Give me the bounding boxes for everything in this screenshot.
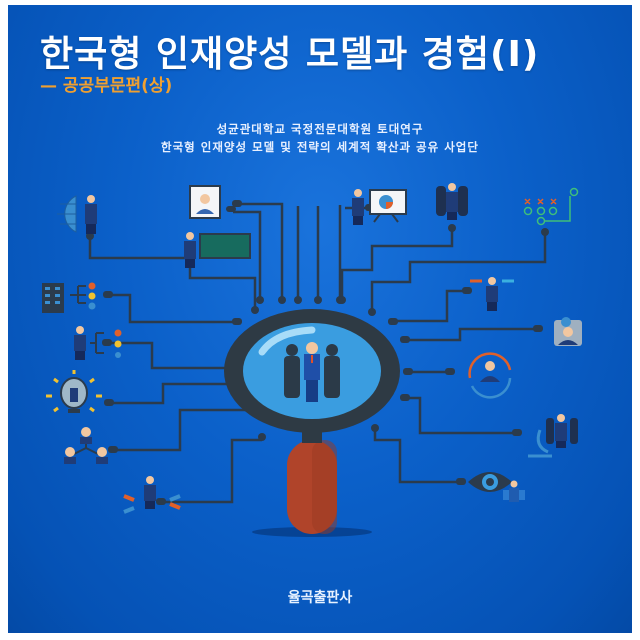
book-cover: 한국형 인재양성 모델과 경험(I) — 공공부문편(상) 성균관대학교 국정전… [8,5,632,633]
direction-person-icon [123,476,181,514]
network-people-icon [64,427,108,464]
magnifying-glass-icon [224,309,400,537]
building-org-icon [42,282,96,313]
author-line-2: 한국형 인재양성 모델 및 전략의 세계적 확산과 공유 사업단 [161,140,479,154]
team-group-icon [436,183,468,220]
id-card-icon [189,185,221,219]
phone-team-icon [528,414,578,458]
book-title: 한국형 인재양성 모델과 경험(I) [40,34,540,75]
presenter-chart-icon [352,189,407,225]
people-in-lens [284,342,340,402]
person-options-icon [74,326,122,360]
strategy-play-icon [523,187,579,226]
rotation-person-icon [468,352,512,399]
presenter-chalkboard-icon [184,232,251,268]
globe-person-icon [57,195,97,234]
circuit-lines [88,202,547,504]
lightbulb-person-icon [46,370,102,413]
eye-team-icon [468,472,525,502]
publisher-name: 율곡출판사 [287,590,353,606]
illustration [42,183,582,537]
exchange-person-icon [470,277,514,311]
profile-badge-icon [554,317,582,346]
author-line-1: 성균관대학교 국정전문대학원 토대연구 [216,122,424,136]
book-subtitle: — 공공부문편(상) [40,76,173,96]
